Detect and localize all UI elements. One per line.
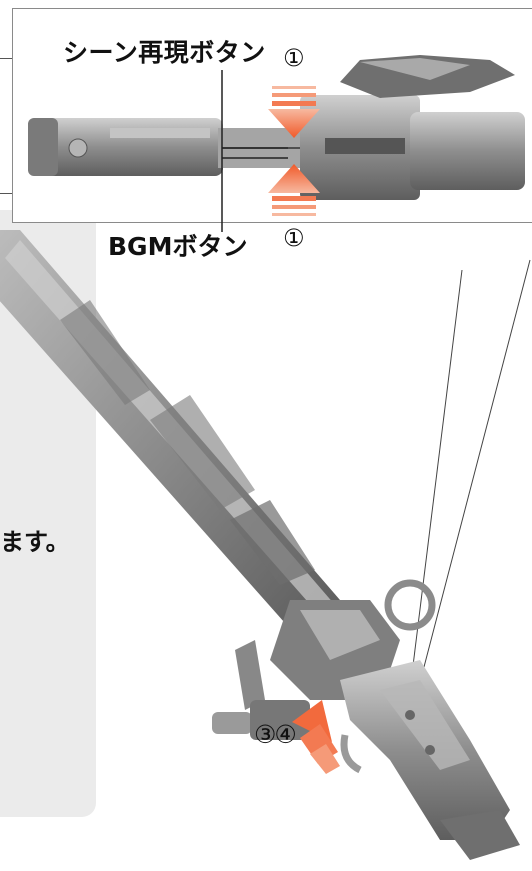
step-number-1-top: ① [283, 44, 305, 72]
panel-text-fragment: ます。 [0, 528, 70, 556]
press-arrow-down [268, 86, 320, 138]
sword-blade [0, 230, 340, 640]
bgm-button-label: BGMボタン [108, 232, 248, 261]
scene-button-label: シーン再現ボタン [63, 38, 266, 67]
step-number-1-bottom: ① [283, 224, 305, 252]
sword-handle [340, 660, 520, 860]
step-number-3-4: ③④ [254, 720, 297, 749]
handle-press-arrow [292, 700, 340, 774]
press-arrow-up [268, 164, 320, 216]
hilt-closeup [28, 55, 525, 200]
